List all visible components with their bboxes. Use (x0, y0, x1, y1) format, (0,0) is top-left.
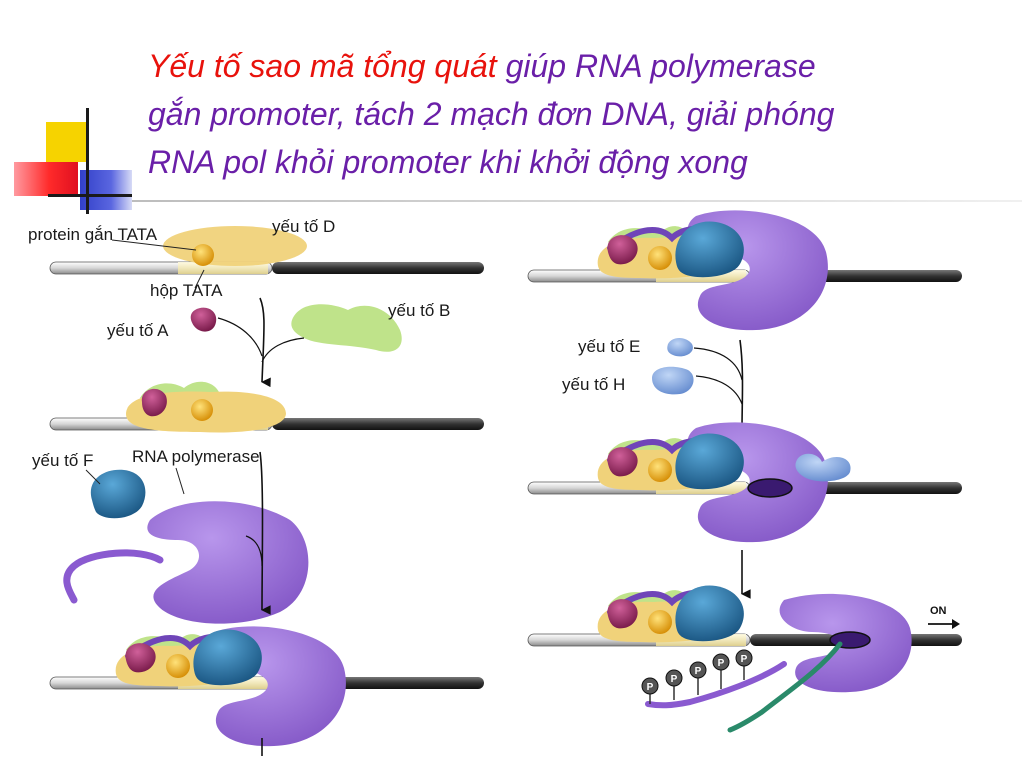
title-line1-rest: giúp RNA polymerase (496, 48, 816, 84)
phosphate-label: P (695, 666, 702, 677)
phosphate-circle (689, 661, 707, 679)
polymerase-ctd-tail (645, 661, 787, 709)
arrow-step-3 (739, 339, 751, 435)
label-tata-box: hộp TATA (150, 281, 223, 300)
label-factor-e: yếu tố E (578, 337, 640, 356)
stage-2-incoming-pol-f: yếu tố F RNA polymerase (32, 447, 309, 624)
phosphate-label: P (647, 682, 654, 693)
general-factors-complex (598, 586, 744, 643)
tbp-pointer (111, 239, 197, 251)
phosphate-circle (735, 649, 753, 667)
polymerase-tail (63, 549, 164, 604)
on-arrowhead (952, 619, 960, 629)
stage-3-closed-complex (49, 626, 485, 756)
polymerase-pointer (175, 467, 185, 495)
rna-polymerase-shape (147, 501, 309, 624)
stage-6-elongation: ON P P P P P (527, 586, 963, 733)
phosphate-circle (641, 677, 659, 695)
horizontal-line-decoration (48, 194, 132, 197)
arrow-branch-h (695, 375, 743, 405)
label-factor-h: yếu tố H (562, 375, 625, 394)
general-factors-complex (116, 630, 262, 687)
phosphate-label: P (718, 658, 725, 669)
factor-f-shape (90, 469, 146, 519)
stage-1-incoming-factors: yếu tố A yếu tố B (107, 297, 450, 388)
phosphate-circle (712, 653, 730, 671)
stage-1-tbp-bound: protein gắn TATA yếu tố D hộp TATA (28, 217, 485, 300)
label-tbp: protein gắn TATA (28, 225, 158, 244)
arrow-branch-a (217, 317, 263, 357)
factors-e-h-bound (795, 453, 851, 482)
phosphate-circle (665, 669, 683, 687)
tbp-bound (191, 399, 213, 421)
factor-a-bound (141, 388, 167, 417)
title-line3: RNA pol khỏi promoter khi khởi động xong (148, 144, 748, 180)
phosphate-groups: P P P P P (641, 649, 753, 704)
label-factor-f: yếu tố F (32, 451, 93, 470)
label-on: ON (930, 605, 947, 617)
general-factors-complex (598, 222, 744, 279)
arrow-step-1 (259, 297, 271, 388)
vertical-line-decoration (86, 108, 89, 214)
arrow-branch-pol (245, 535, 263, 567)
phosphate-label: P (741, 654, 748, 665)
arrow-step-2 (259, 451, 271, 615)
label-factor-d: yếu tố D (272, 217, 335, 236)
title-line2: gắn promoter, tách 2 mạch đơn DNA, giải … (148, 96, 835, 132)
tata-pointer (194, 269, 205, 289)
red-square-decoration (14, 162, 78, 196)
factor-h-shape (652, 366, 694, 395)
phosphate-label: P (671, 674, 678, 685)
label-factor-a: yếu tố A (107, 321, 169, 340)
label-factor-b: yếu tố B (388, 301, 450, 320)
general-factors-complex (598, 434, 744, 491)
factor-a-shape (190, 307, 217, 332)
rna-transcript (727, 641, 843, 733)
tata-binding-protein (192, 244, 214, 266)
factor-b-shape (291, 304, 402, 352)
factor-f-pointer (85, 469, 101, 485)
factor-e-shape (667, 338, 693, 357)
slide-title: Yếu tố sao mã tổng quát giúp RNA polymer… (148, 42, 1018, 186)
stage-2-tbp-a-b-bound (49, 381, 485, 433)
stage-4-preinitiation-complex (527, 210, 963, 331)
title-highlight: Yếu tố sao mã tổng quát (148, 48, 497, 84)
stage-4-incoming-e-h: yếu tố E yếu tố H (562, 337, 751, 435)
arrow-branch-b (261, 337, 305, 363)
yellow-square-decoration (46, 122, 86, 162)
title-underline-decoration (132, 200, 1022, 202)
stage-5-open-complex (527, 422, 963, 599)
label-rna-polymerase: RNA polymerase (132, 447, 260, 466)
dna-bubble (747, 478, 793, 498)
arrow-branch-e (693, 347, 743, 381)
